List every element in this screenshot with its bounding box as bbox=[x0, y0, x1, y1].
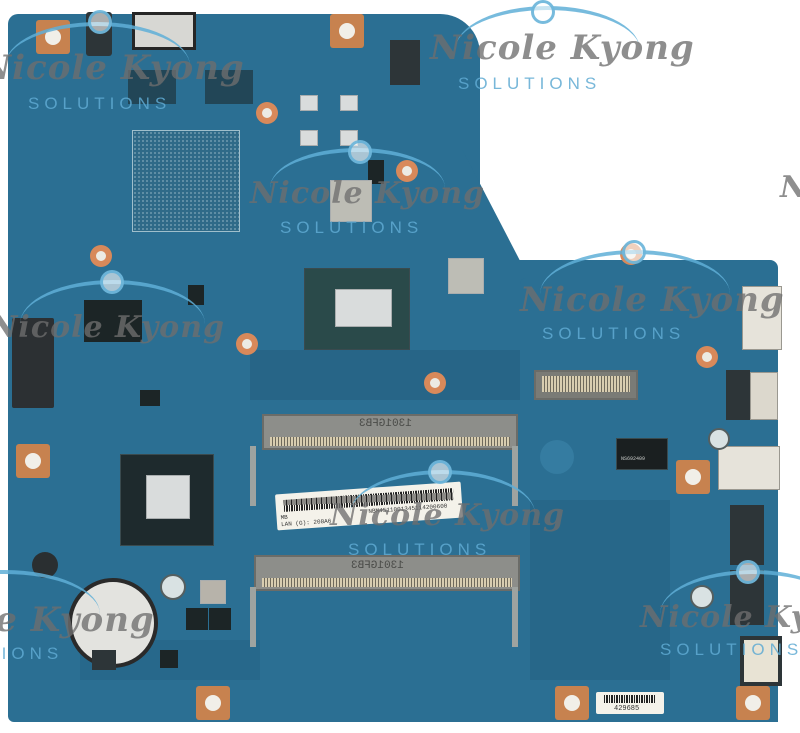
mounting-hole bbox=[330, 14, 364, 48]
pch-die bbox=[146, 475, 190, 519]
dimm-pins bbox=[262, 578, 512, 587]
battery-clip bbox=[92, 650, 116, 670]
screw-hole bbox=[696, 346, 718, 368]
sata-connector bbox=[12, 318, 54, 408]
watermark-fragment: N bbox=[780, 170, 800, 205]
ic-chip bbox=[205, 70, 253, 104]
mounting-hole bbox=[196, 686, 230, 720]
screw-hole bbox=[90, 245, 112, 267]
mounting-hole bbox=[16, 444, 50, 478]
mounting-hole bbox=[36, 20, 70, 54]
dimm-slot-marking: 1301GFB3 bbox=[351, 560, 404, 572]
ic-chip bbox=[128, 70, 176, 104]
power-pad bbox=[300, 130, 318, 146]
dimm-latch bbox=[512, 446, 518, 506]
top-right-jack bbox=[390, 40, 420, 85]
ic-chip bbox=[209, 608, 231, 630]
inductor bbox=[330, 180, 372, 222]
ic-chip bbox=[140, 390, 160, 406]
dimm-pins bbox=[270, 437, 510, 446]
audio-jack bbox=[740, 636, 782, 686]
screw-hole bbox=[620, 243, 642, 265]
pcb-trace bbox=[250, 350, 520, 400]
dimm-latch bbox=[250, 446, 256, 506]
screw-hole bbox=[424, 372, 446, 394]
watermark-arc bbox=[455, 6, 640, 50]
ic-chip bbox=[186, 608, 208, 630]
usb-port-2 bbox=[730, 570, 764, 625]
mounting-hole bbox=[555, 686, 589, 720]
dimm-slot-marking: 1301GFB3 bbox=[359, 418, 412, 430]
lan-chip-marking: NS692409 bbox=[621, 456, 646, 462]
dimm-slot-lower: 1301GFB3 bbox=[254, 555, 520, 591]
ic-chip bbox=[188, 285, 204, 305]
top-connector bbox=[132, 12, 196, 50]
hdmi-port bbox=[726, 370, 750, 420]
small-barcode-sticker: 429685 bbox=[596, 692, 664, 714]
barcode bbox=[604, 695, 656, 703]
mini-pcie-slot bbox=[534, 370, 638, 400]
capacitor bbox=[160, 574, 186, 600]
ic-chip bbox=[368, 160, 384, 184]
power-pad bbox=[300, 95, 318, 111]
usb-port bbox=[718, 446, 780, 490]
sticker-line2: LAN (G): 208A6 bbox=[280, 517, 332, 529]
capacitor bbox=[690, 585, 714, 609]
dc-jack bbox=[86, 12, 112, 56]
mounting-hole bbox=[736, 686, 770, 720]
cpu-die bbox=[335, 289, 392, 327]
ethernet-port bbox=[730, 505, 764, 565]
dimm-slot-upper: 1301GFB3 bbox=[262, 414, 518, 450]
screw-hole bbox=[256, 102, 278, 124]
lan-chip: NS692409 bbox=[616, 438, 668, 470]
power-pad bbox=[340, 130, 358, 146]
ic-chip bbox=[160, 650, 178, 668]
card-reader-slot bbox=[742, 286, 782, 350]
bga-footprint bbox=[132, 130, 240, 232]
pcb-trace bbox=[530, 500, 670, 680]
mounting-hole bbox=[676, 460, 710, 494]
watermark-far-right: N bbox=[780, 160, 800, 220]
screw-hole bbox=[236, 333, 258, 355]
capacitor bbox=[708, 428, 730, 450]
dimm-latch bbox=[250, 587, 256, 647]
watermark-ring bbox=[531, 0, 555, 24]
sticker-number: 429685 bbox=[614, 705, 640, 713]
dimm-latch bbox=[512, 587, 518, 647]
test-pad bbox=[540, 440, 574, 474]
inductor bbox=[448, 258, 484, 294]
ic-chip bbox=[84, 300, 142, 342]
cpu-package bbox=[304, 268, 410, 350]
pcb-right-tab bbox=[520, 278, 775, 338]
buzzer bbox=[32, 552, 58, 578]
hdmi-port-shell bbox=[750, 372, 778, 420]
pch-chipset bbox=[120, 454, 214, 546]
screw-hole bbox=[396, 160, 418, 182]
inductor bbox=[200, 580, 226, 604]
power-pad bbox=[340, 95, 358, 111]
slot-pins bbox=[542, 376, 630, 392]
